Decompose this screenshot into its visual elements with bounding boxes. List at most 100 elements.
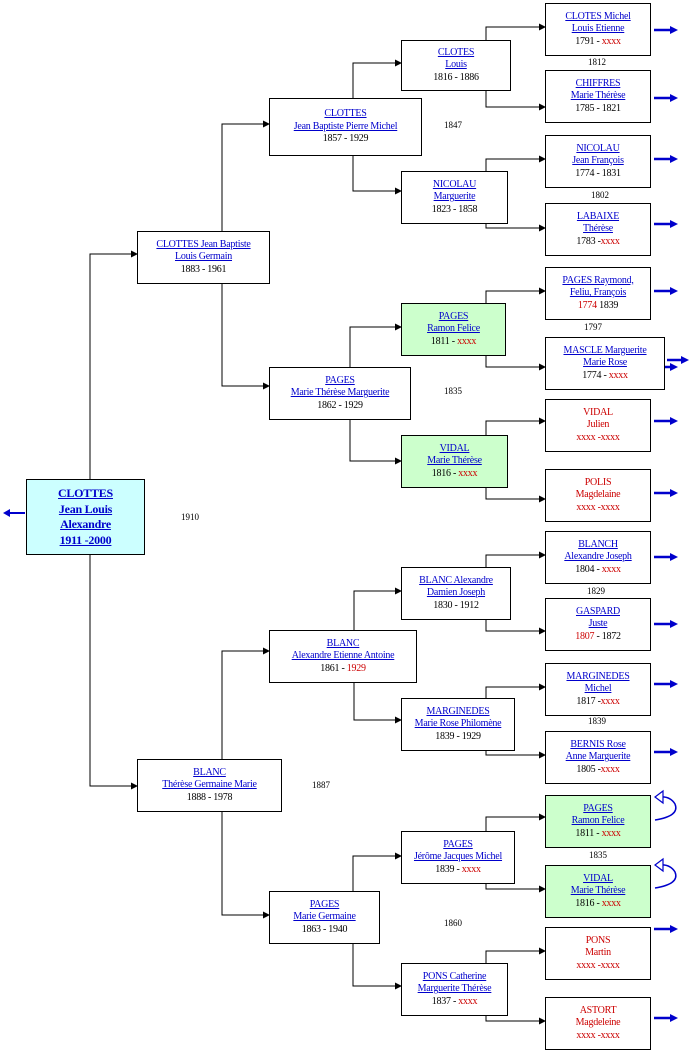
person-name-line[interactable]: Jérôme Jacques Michel bbox=[413, 851, 503, 863]
person-name-line[interactable]: Thérèse Germaine Marie bbox=[162, 779, 257, 791]
root-name-line-2[interactable]: Jean Louis bbox=[58, 501, 113, 516]
person-name-line[interactable]: MARGINEDES bbox=[426, 705, 490, 717]
person-name-line[interactable]: BLANC bbox=[326, 637, 360, 649]
person-name-line[interactable]: Marie Thérèse bbox=[427, 455, 482, 467]
person-name-line[interactable]: Marguerite bbox=[433, 191, 476, 203]
person-name-line[interactable]: MASCLE Marguerite bbox=[563, 344, 647, 356]
person-name-line[interactable]: PAGES bbox=[438, 310, 469, 322]
person-name-line[interactable]: VIDAL bbox=[583, 872, 613, 884]
person-name-line[interactable]: Ramon Felice bbox=[571, 815, 625, 827]
birth-year: 1804 - bbox=[575, 563, 602, 575]
person-name-line[interactable]: Michel bbox=[584, 683, 612, 695]
person-name-line[interactable]: Ramon Felice bbox=[427, 323, 480, 335]
person-name-line[interactable]: BLANC bbox=[193, 766, 226, 778]
root-name-line-3[interactable]: Alexandre bbox=[60, 517, 111, 531]
connector-line bbox=[485, 287, 546, 303]
person-name-line[interactable]: CHIFFRES bbox=[575, 77, 621, 89]
person-name-line[interactable]: PAGES bbox=[325, 374, 355, 386]
person-name-line[interactable]: Jean Baptiste Pierre Michel bbox=[293, 120, 398, 132]
person-name-line[interactable]: Anne Marguerite bbox=[565, 751, 631, 763]
person-name-line[interactable]: Thérèse bbox=[583, 223, 613, 235]
marriage-year: 1835 bbox=[444, 386, 462, 396]
loop-arrow-head-icon bbox=[654, 789, 664, 805]
person-name-line[interactable]: LABAIXE bbox=[576, 210, 620, 222]
person-name-line[interactable]: PAGES bbox=[309, 898, 340, 910]
person-name-line[interactable]: Damien Joseph bbox=[426, 587, 486, 599]
person-name-line[interactable]: Alexandre Joseph bbox=[564, 551, 632, 563]
root-dates[interactable]: 1911 -2000 bbox=[59, 532, 112, 547]
root-name-line-1[interactable]: CLOTTES bbox=[58, 486, 113, 500]
person-name-line[interactable]: PAGES bbox=[443, 838, 473, 850]
continuation-arrow-head-icon bbox=[681, 356, 689, 364]
person-dates: 1839 - 1929 bbox=[435, 730, 481, 742]
person-name-line[interactable]: Marguerite Thérèse bbox=[417, 983, 492, 995]
person-name-line[interactable]: Marie Thérèse bbox=[570, 885, 626, 897]
person-name-line[interactable]: Juste bbox=[588, 618, 608, 630]
person-name-line[interactable]: BERNIS Rose bbox=[570, 738, 626, 750]
person-dates: 1811 - xxxx bbox=[431, 336, 476, 349]
person-name-line[interactable]: Marie Thérèse bbox=[570, 90, 626, 102]
person-name-line[interactable]: Louis Germain bbox=[174, 251, 232, 263]
person-name-line[interactable]: PONS Catherine bbox=[422, 970, 487, 982]
person-name-line[interactable]: BLANCH bbox=[578, 538, 618, 550]
person-name-line[interactable]: NICOLAU bbox=[576, 142, 620, 154]
person-name-line[interactable]: MARGINEDES bbox=[566, 670, 630, 682]
death-year: xxxx bbox=[458, 995, 478, 1007]
connector-line bbox=[485, 417, 546, 435]
person-name-line[interactable]: Marie Thérèse Marguerite bbox=[290, 387, 390, 399]
connector-line bbox=[353, 587, 402, 630]
person-name-line[interactable]: CLOTES Michel bbox=[565, 10, 631, 22]
person-name-line[interactable]: CLOTTES bbox=[324, 108, 367, 120]
person-name-line[interactable]: NICOLAU bbox=[432, 178, 477, 190]
person-name-line[interactable]: Louis bbox=[445, 59, 467, 71]
person-name-line[interactable]: Jean François bbox=[572, 155, 624, 167]
person-name-line[interactable]: PAGES bbox=[583, 802, 613, 814]
connector-line bbox=[485, 813, 546, 831]
person-name-line[interactable]: Feliu, François bbox=[569, 287, 627, 299]
person-name-line[interactable]: VIDAL bbox=[439, 442, 470, 454]
person-name-line[interactable]: Marie Rose Philomène bbox=[414, 718, 502, 730]
death-year: xxxx bbox=[600, 763, 620, 775]
person-name-line[interactable]: CLOTTES Jean Baptiste bbox=[156, 238, 251, 250]
person-name-line[interactable]: Marie Rose bbox=[583, 357, 627, 369]
person-name-line[interactable]: BLANC Alexandre bbox=[419, 574, 493, 586]
root-person-box[interactable]: CLOTTES Jean Louis Alexandre 1911 -2000 bbox=[26, 479, 145, 555]
person-name-line[interactable]: Louis Etienne bbox=[571, 23, 625, 35]
person-name-line[interactable]: Alexandre Etienne Antoine bbox=[291, 650, 395, 662]
person-name-line[interactable]: Marie Germaine bbox=[293, 911, 356, 923]
person-name-line[interactable]: CLOTES bbox=[437, 46, 475, 58]
connector-line bbox=[485, 884, 546, 893]
person-name-line[interactable]: PAGES Raymond, bbox=[562, 274, 634, 286]
person-name-line[interactable]: GASPARD bbox=[575, 605, 620, 617]
